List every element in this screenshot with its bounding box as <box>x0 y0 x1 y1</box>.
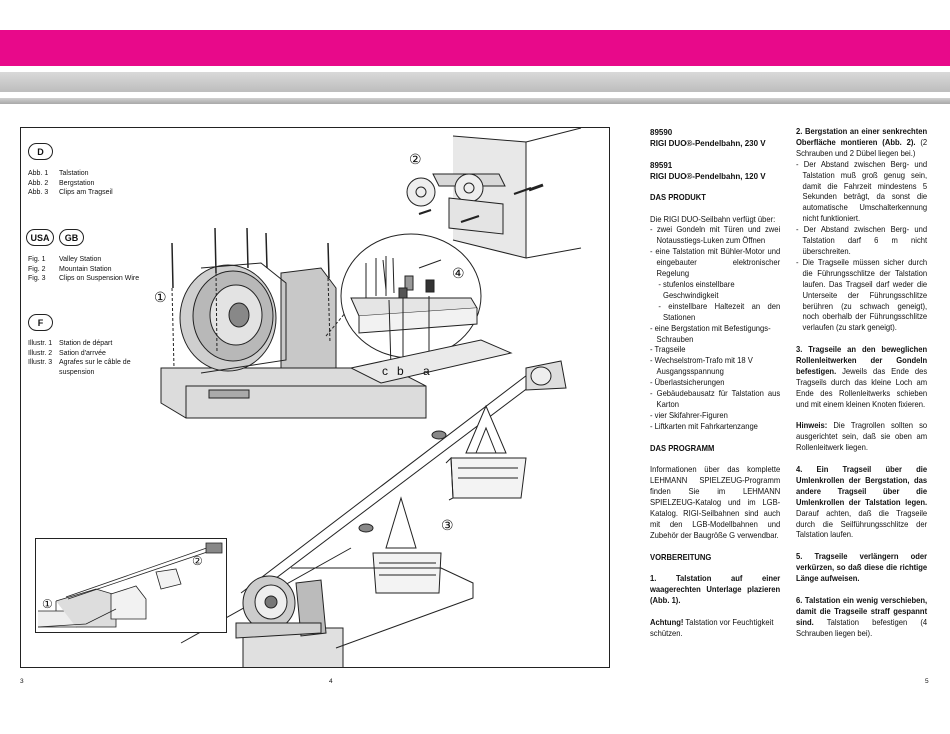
heading-vorbereitung: VORBEREITUNG <box>650 552 712 562</box>
hinweis-note: Hinweis: Die Tragrollen sollten so ausge… <box>796 421 928 453</box>
page-number-left: 3 <box>20 678 24 685</box>
gondola-lower <box>372 552 442 594</box>
produkt-line: - Wechselstrom-Trafo mit 18 V Ausgangssp… <box>650 356 753 377</box>
callout-1: ① <box>154 289 167 305</box>
product-2-number: 89591 <box>650 159 673 170</box>
produkt-line: - eine Talstation mit Bühler-Motor und e… <box>650 247 781 279</box>
produkt-line: - einstellbare Haltezeit an den Statione… <box>658 301 781 322</box>
header-pink-band <box>0 30 950 66</box>
achtung-note: Achtung! Talstation vor Feuchtigkeit sch… <box>650 618 774 638</box>
overview-inset-drawing <box>37 542 223 628</box>
produkt-line: - eine Bergstation mit Befestigungs-Schr… <box>650 323 771 344</box>
step-4: 4. Ein Tragseil über die Umlenkrollen de… <box>796 465 928 540</box>
callout-2: ② <box>409 151 422 167</box>
page-number-middle: 4 <box>329 678 333 685</box>
step-6: 6. Talstation ein wenig verschieben, dam… <box>796 595 928 638</box>
lang-badge-gb: GB <box>59 229 84 246</box>
produkt-line: Die RIGI DUO-Seilbahn verfügt über: <box>650 214 776 224</box>
page-number-right: 5 <box>925 678 929 685</box>
step-1: 1. Talstation auf einer waagerechten Unt… <box>650 574 781 606</box>
lang-badge-f: F <box>28 314 53 331</box>
programm-text: Informationen über das komplette LEHMANN… <box>650 465 781 540</box>
callout-3: ③ <box>441 517 454 533</box>
produkt-line: - stufenlos einstellbare Geschwindigkeit <box>658 280 735 300</box>
step-3: 3. Tragseile an den beweglichen Rollenle… <box>796 345 928 409</box>
callout-a: a <box>423 364 430 378</box>
produkt-line: - Liftkarten mit Fahrkartenzange <box>650 421 758 431</box>
step-2-item: - Der Abstand zwischen Berg- und Talstat… <box>796 159 928 224</box>
header-gray-band <box>0 72 950 92</box>
produkt-line: - Überlastsicherungen <box>650 378 725 388</box>
callout-c: c <box>382 364 388 378</box>
callout-4: ④ <box>452 265 465 281</box>
text-column-2: 2. Bergstation an einer senkrechten Ober… <box>796 127 927 640</box>
header-gray-rule <box>0 98 950 104</box>
heading-das-produkt: DAS PRODUKT <box>650 192 706 202</box>
step-2: 2. Bergstation an einer senkrechten Ober… <box>796 127 928 158</box>
step-2-item: - Die Tragseile müssen sicher durch die … <box>796 257 928 333</box>
product-1-number: 89590 <box>650 127 673 137</box>
text-column-1: 89590 RIGI DUO®-Pendelbahn, 230 V 89591 … <box>650 127 780 640</box>
detail-zoom-circle <box>340 233 482 359</box>
inset-callout-1: ① <box>42 597 53 611</box>
cable-car-illustration <box>160 128 582 667</box>
product-2-name: RIGI DUO®-Pendelbahn, 120 V <box>650 170 766 181</box>
inset-callout-2: ② <box>192 554 203 568</box>
lang-badge-d: D <box>28 143 53 160</box>
produkt-line: - vier Skifahrer-Figuren <box>650 410 728 420</box>
heading-das-programm: DAS PROGRAMM <box>650 443 715 453</box>
step-5: 5. Tragseile verlängern oder verkürzen, … <box>796 552 928 584</box>
product-1-name: RIGI DUO®-Pendelbahn, 230 V <box>650 138 766 148</box>
callout-b: b <box>397 364 404 378</box>
produkt-line: - zwei Gondeln mit Türen und zwei Notaus… <box>650 225 781 246</box>
step-2-item: - Der Abstand zwischen Berg- und Talstat… <box>796 225 928 256</box>
overview-inset: ① ② <box>35 538 227 633</box>
produkt-line: - Tragseile <box>650 345 686 355</box>
lang-badge-usa: USA <box>26 229 54 246</box>
produkt-line: - Gebäudebausatz für Talstation aus Kart… <box>650 389 781 409</box>
